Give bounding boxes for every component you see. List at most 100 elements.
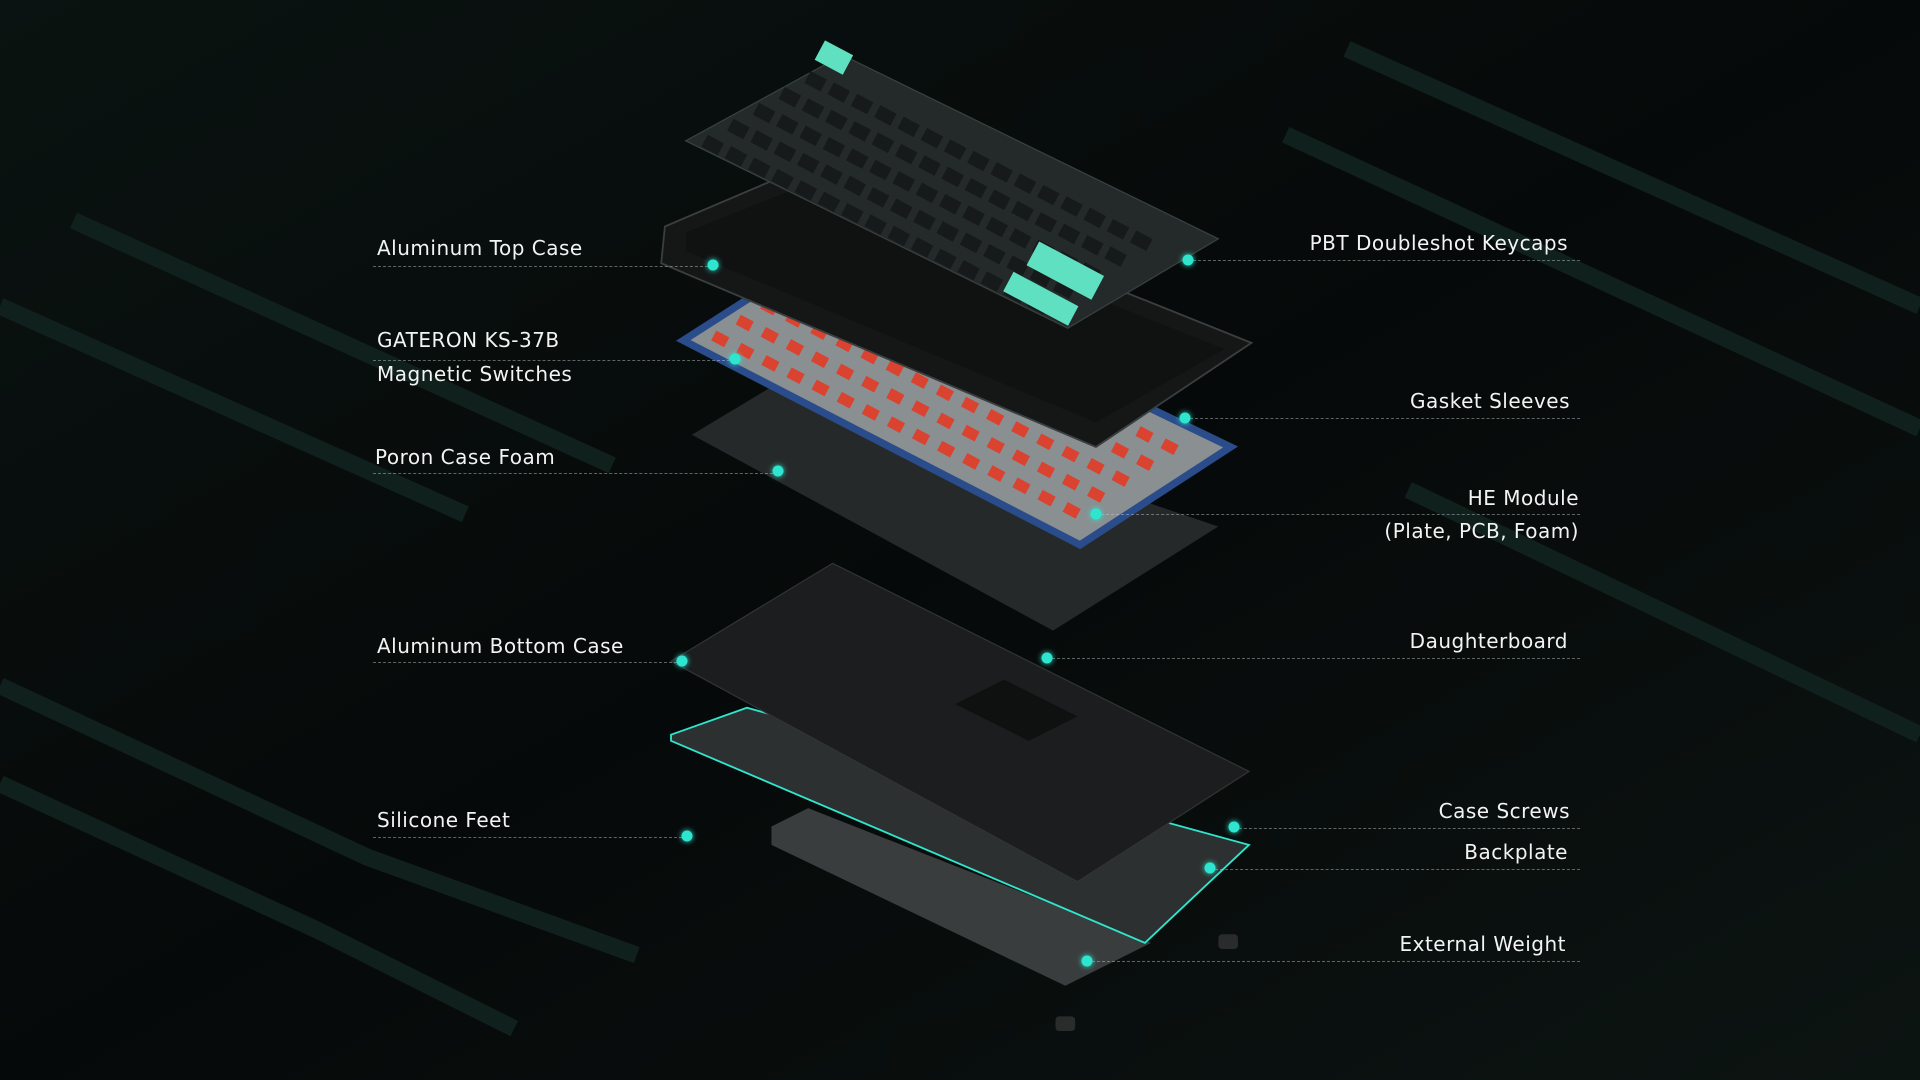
keycap [794,180,818,201]
switch [911,428,931,446]
switch [936,412,955,430]
keycap [801,98,825,119]
keycap [983,244,1006,265]
keycap [747,157,771,178]
keycap [1034,212,1058,233]
switch [735,314,754,332]
label-backplate: Backplate [1464,840,1568,864]
switch [962,453,981,470]
switch [861,375,880,393]
switch [1160,438,1179,455]
switch [860,347,879,365]
switch [935,384,954,402]
label-poron-case-foam: Poron Case Foam [375,445,556,469]
switch [886,388,905,405]
keycap [799,125,822,147]
keycap [1081,234,1104,256]
switch [987,465,1006,482]
keycap [938,193,962,215]
keycap [1013,173,1037,195]
keycap [866,187,890,208]
external-weight [771,808,1152,986]
keycap [820,164,843,185]
label-gateron-switches: GATERON KS-37B [377,328,560,352]
keycap [964,178,988,199]
keycap [941,166,964,188]
switch [1012,477,1031,495]
leader-line [373,360,735,361]
label-pbt-keycaps: PBT Doubleshot Keycaps [1309,231,1568,255]
label-aluminum-bottom-case: Aluminum Bottom Case [377,634,624,658]
keycap [967,150,990,172]
keycap [869,159,892,181]
keycap [980,271,1004,292]
keycap [936,221,960,242]
keycap [1130,230,1153,251]
keycap [957,259,980,281]
silicone-foot [1055,1016,1076,1032]
keycap [827,82,851,103]
keycap [915,182,939,204]
keycap [910,237,934,258]
label-daughterboard: Daughterboard [1409,629,1568,653]
keycap [864,214,887,235]
keycap [701,134,724,156]
keycap [943,139,967,160]
hotspot-dot[interactable] [729,353,741,365]
keycap [796,152,820,174]
hotspot-dot[interactable] [1041,652,1053,664]
switch [836,363,855,381]
switch [1036,461,1056,479]
hotspot-dot[interactable] [1081,955,1093,967]
switch [1036,433,1055,451]
switch [811,379,830,397]
switch [760,326,779,344]
keycap [848,121,871,142]
label-case-screws: Case Screws [1438,799,1570,823]
hotspot-dot[interactable] [1204,862,1216,874]
keycap [778,86,802,108]
hotspot-dot[interactable] [1090,508,1102,520]
hotspot-dot[interactable] [707,259,719,271]
keycap [913,209,936,231]
switch [1011,449,1030,467]
keycap [727,118,750,140]
hotspot-dot[interactable] [1179,412,1191,424]
hotspot-dot[interactable] [676,655,688,667]
keycap [1011,200,1034,222]
switch [961,424,980,442]
hotspot-dot[interactable] [772,465,784,477]
label-he-module-sub: (Plate, PCB, Foam) [1384,519,1579,543]
hotspot-dot[interactable] [1182,254,1194,266]
keycap [1106,219,1130,240]
keycap [724,146,748,167]
keycap [773,141,797,163]
switch [711,330,730,348]
keycap [1008,228,1032,249]
top-case-opening [685,183,1225,423]
keycap [1060,196,1083,217]
backplate [670,706,1251,944]
hotspot-dot[interactable] [681,830,693,842]
leader-line [373,473,778,474]
keycap [918,155,941,176]
keycap [1052,278,1076,299]
leader-line [373,837,687,838]
switch [861,404,880,421]
keycap [871,132,895,154]
switch [986,437,1005,454]
leader-line [1234,828,1580,829]
label-gasket-sleeves: Gasket Sleeves [1410,389,1570,413]
switch [911,400,930,418]
hotspot-dot[interactable] [1228,821,1240,833]
keycap [894,143,918,165]
keycap [1006,255,1029,276]
background-circuit-pattern [0,41,1920,1037]
leader-line [373,662,682,663]
keycap [804,71,827,92]
leader-line [1188,260,1580,261]
keycap [887,225,911,247]
keycap [890,198,913,220]
bottom-case-cutout [955,679,1078,741]
